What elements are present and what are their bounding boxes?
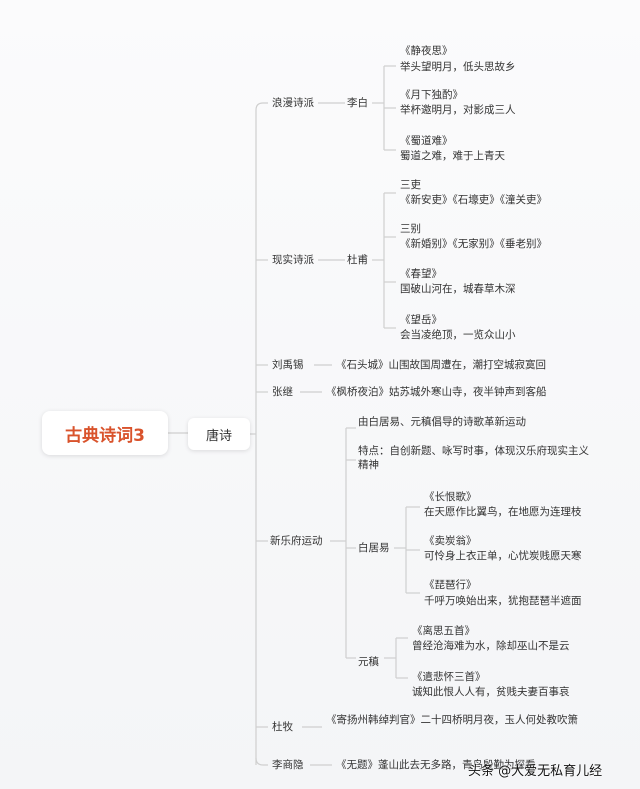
leaf-line: 诚知此恨人人有，贫贱夫妻百事哀 (412, 686, 570, 698)
branch-label[interactable]: 现实诗派 (272, 254, 314, 266)
leaf-title: 《卖炭翁》 (424, 535, 477, 547)
leaf-title: 三别 (400, 223, 421, 235)
leaf-title: 《望岳》 (400, 314, 442, 326)
leaf-line: 可怜身上衣正单，心忧炭贱愿天寒 (424, 550, 582, 562)
leaf-title: 《蜀道难》 (400, 135, 453, 147)
branch-label[interactable]: 浪漫诗派 (272, 97, 314, 109)
leaf-title: 《琵琶行》 (424, 579, 477, 591)
leaf-line: 在天愿作比翼鸟，在地愿为连理枝 (424, 506, 582, 518)
leaf-title: 《春望》 (400, 268, 442, 280)
origin-text: 由白居易、元稹倡导的诗歌革新运动 (358, 416, 526, 428)
leaf-title: 《静夜思》 (400, 45, 453, 57)
branch-label[interactable]: 刘禹锡 (272, 359, 304, 371)
leaf-line: 千呼万唤始出来，犹抱琵琶半遮面 (424, 595, 582, 607)
root-node[interactable]: 古典诗词3 (42, 411, 168, 455)
branch-text: 《寄扬州韩绰判官》二十四桥明月夜，玉人何处教吹箫 (326, 714, 578, 726)
leaf-line: 国破山河在，城春草木深 (400, 283, 516, 295)
leaf-line: 蜀道之难，难于上青天 (400, 150, 505, 162)
poet-label[interactable]: 李白 (347, 97, 368, 109)
branch-text: 《枫桥夜泊》姑苏城外寒山寺，夜半钟声到客船 (326, 386, 547, 398)
leaf-title: 《月下独酌》 (400, 89, 463, 101)
leaf-line: 举杯邀明月，对影成三人 (400, 104, 516, 116)
topic-node[interactable]: 唐诗 (188, 418, 250, 450)
branch-label[interactable]: 李商隐 (272, 759, 304, 771)
leaf-title: 三吏 (400, 179, 421, 191)
branch-text: 《无题》蓬山此去无多路，青鸟殷勤为探看 (336, 759, 536, 771)
leaf-title: 《离思五首》 (412, 625, 475, 637)
leaf-line: 会当凌绝顶，一览众山小 (400, 329, 516, 341)
branch-label[interactable]: 张继 (272, 386, 293, 398)
branch-text: 《石头城》山围故国周遭在，潮打空城寂寞回 (336, 359, 546, 371)
branch-label[interactable]: 新乐府运动 (270, 535, 323, 547)
watermark: 头条 @大爱无私育儿经 (468, 764, 603, 779)
branch-label[interactable]: 杜牧 (272, 721, 293, 733)
poet-label[interactable]: 杜甫 (347, 254, 368, 266)
poet-label[interactable]: 白居易 (358, 542, 390, 554)
poet-label[interactable]: 元稹 (358, 656, 379, 668)
leaf-line: 举头望明月，低头思故乡 (400, 61, 516, 73)
leaf-title: 《遣悲怀三首》 (412, 671, 486, 683)
feature-text: 特点：自创新题、咏写时事，体现汉乐府现实主义精神 (358, 445, 589, 471)
leaf-line: 《新婚别》《无家别》《垂老别》 (400, 238, 547, 250)
leaf-title: 《长恨歌》 (424, 491, 477, 503)
leaf-line: 《新安吏》《石壕吏》《潼关吏》 (400, 194, 547, 206)
leaf-line: 曾经沧海难为水，除却巫山不是云 (412, 640, 570, 652)
